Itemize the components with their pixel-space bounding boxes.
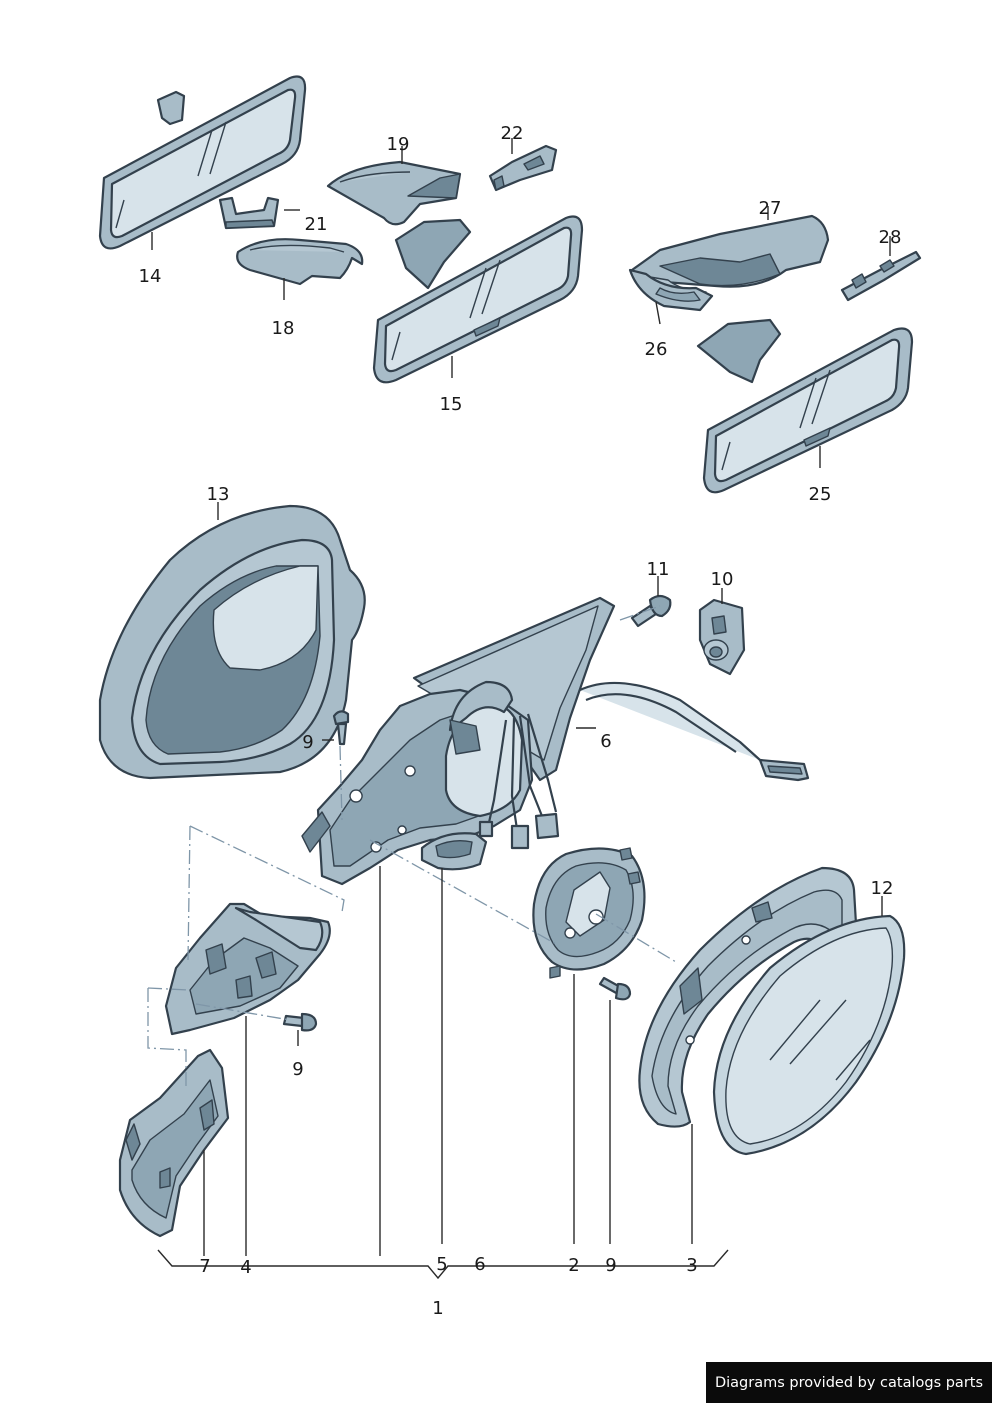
part-9-screw-a[interactable] — [332, 710, 350, 746]
callout-11[interactable]: 11 — [647, 559, 670, 580]
part-4-lower-cover[interactable] — [164, 902, 331, 1036]
callout-1[interactable]: 1 — [432, 1298, 443, 1319]
callout-21[interactable]: 21 — [305, 214, 328, 235]
part-19-housing[interactable] — [326, 160, 462, 226]
callout-9-bottom[interactable]: 9 — [605, 1255, 616, 1276]
part-22-sensor-clip[interactable] — [488, 144, 558, 192]
part-5-bracket[interactable] — [420, 832, 488, 871]
callout-15[interactable]: 15 — [440, 394, 463, 415]
callout-13[interactable]: 13 — [207, 484, 230, 505]
part-27-housing[interactable] — [630, 214, 830, 303]
callout-9-top[interactable]: 9 — [302, 732, 313, 753]
callouts: 14 21 18 19 22 15 27 28 26 25 13 11 10 6… — [139, 123, 902, 1319]
part-26-shroud[interactable] — [628, 268, 714, 312]
callout-14[interactable]: 14 — [139, 266, 162, 287]
part-21-clip[interactable] — [218, 196, 280, 230]
part-10-switch[interactable] — [698, 598, 746, 676]
part-9-screw-b[interactable] — [282, 1012, 318, 1032]
callout-10[interactable]: 10 — [711, 569, 734, 590]
part-6-mirror-base[interactable] — [301, 596, 810, 886]
callout-27[interactable]: 27 — [759, 198, 782, 219]
callout-28[interactable]: 28 — [879, 227, 902, 248]
callout-12[interactable]: 12 — [871, 878, 894, 899]
callout-6-top[interactable]: 6 — [600, 731, 611, 752]
callout-7[interactable]: 7 — [199, 1256, 210, 1277]
assembly-axis-lines — [147, 605, 677, 1086]
callout-26[interactable]: 26 — [645, 339, 668, 360]
callout-9-left[interactable]: 9 — [292, 1059, 303, 1080]
callout-2[interactable]: 2 — [568, 1255, 579, 1276]
part-25-interior-mirror[interactable] — [696, 318, 914, 494]
callout-19[interactable]: 19 — [387, 134, 410, 155]
part-2-adjust-motor[interactable] — [532, 847, 646, 979]
callout-6-bottom[interactable]: 6 — [474, 1254, 485, 1275]
part-9-screw-c[interactable] — [598, 976, 632, 1001]
part-11-screw[interactable] — [630, 594, 672, 628]
part-14-interior-mirror[interactable] — [98, 75, 307, 250]
part-12-mirror-glass[interactable] — [712, 914, 906, 1156]
part-7-trim[interactable] — [118, 1048, 230, 1238]
part-28-clip[interactable] — [840, 250, 922, 302]
part-15-interior-mirror[interactable] — [372, 215, 584, 384]
callout-18[interactable]: 18 — [272, 318, 295, 339]
callout-3[interactable]: 3 — [686, 1255, 697, 1276]
part-18-cover[interactable] — [236, 238, 364, 286]
callout-25[interactable]: 25 — [809, 484, 832, 505]
credit-banner: Diagrams provided by catalogs parts — [706, 1362, 992, 1403]
leader-lines — [151, 138, 891, 1280]
callout-22[interactable]: 22 — [501, 123, 524, 144]
part-13-mirror-cap[interactable] — [98, 504, 366, 780]
credit-text: Diagrams provided by catalogs parts — [714, 1374, 984, 1391]
callout-5[interactable]: 5 — [436, 1254, 447, 1275]
callout-4[interactable]: 4 — [240, 1257, 251, 1278]
